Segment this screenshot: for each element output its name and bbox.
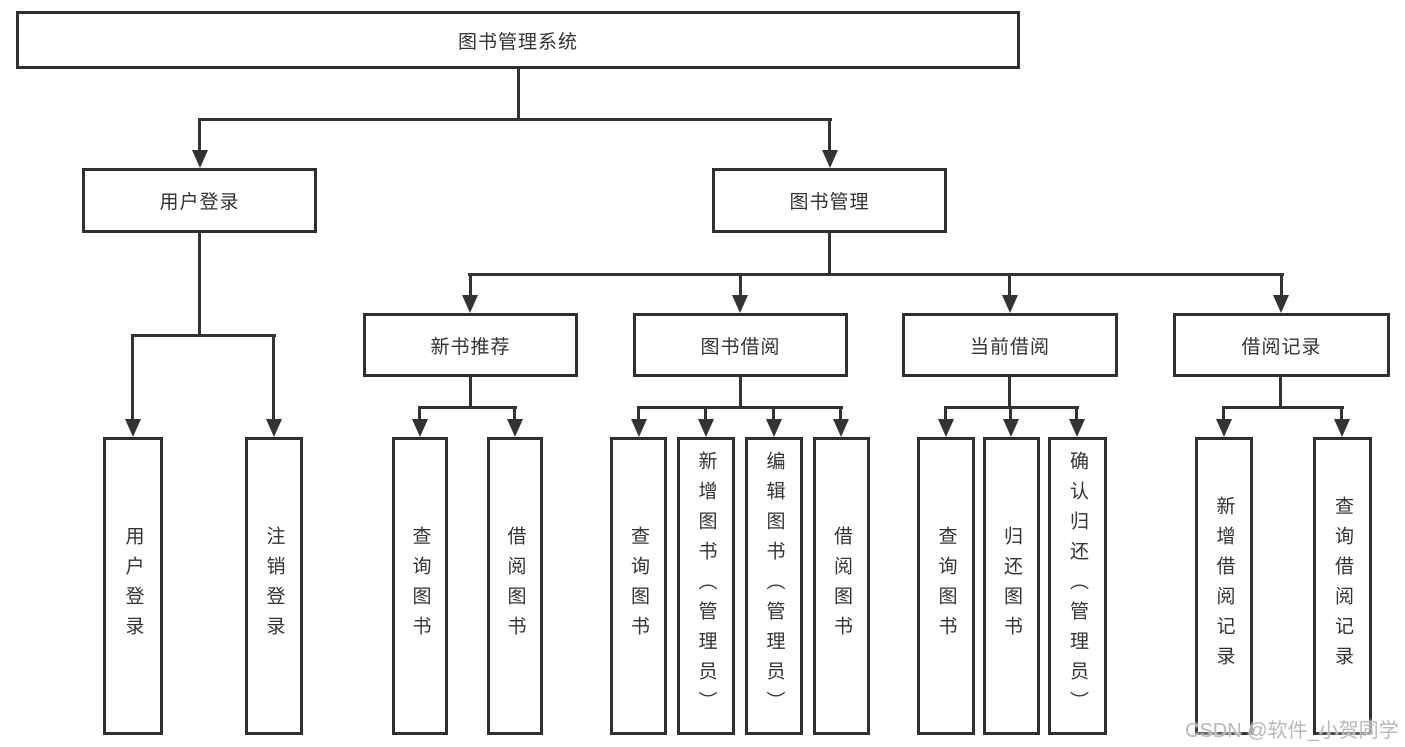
- leaf-label: 新增借阅记录: [1213, 496, 1235, 676]
- connector-drop-leaf: [1009, 406, 1012, 421]
- node-new-book-recommend: 新书推荐: [363, 313, 578, 377]
- leaf-edit-book-admin: 编辑图书（管理员）: [745, 437, 803, 735]
- connector-root-stem: [517, 69, 520, 120]
- arrowhead-leaf-user-login: [125, 419, 141, 437]
- leaf-label: 新增图书（管理员）: [695, 451, 717, 721]
- arrowhead-current-borrow: [1002, 295, 1018, 313]
- arrowhead-user-login: [192, 150, 208, 168]
- connector-drop-leaf: [839, 406, 842, 421]
- arrowhead-leaf: [412, 419, 428, 437]
- arrowhead-leaf-logout: [266, 419, 282, 437]
- connector-new-book-recommend-branch: [418, 406, 517, 409]
- arrowhead-leaf: [938, 419, 954, 437]
- arrowhead-leaf: [1069, 419, 1085, 437]
- leaf-logout: 注销登录: [245, 437, 303, 735]
- node-book-mgmt: 图书管理: [712, 168, 947, 233]
- connector-drop-leaf: [944, 406, 947, 421]
- connector-drop-leaf: [637, 406, 640, 421]
- leaf-borrow-book-1: 借阅图书: [487, 437, 543, 735]
- leaf-label: 借阅图书: [831, 526, 852, 646]
- connector-user-login-stem: [198, 233, 201, 336]
- leaf-label: 借阅图书: [504, 526, 526, 646]
- arrowhead-book-mgmt: [822, 150, 838, 168]
- connector-book-mgmt-stem: [828, 233, 831, 275]
- connector-drop-user-login: [198, 118, 201, 152]
- connector-level3-branch: [468, 273, 1284, 276]
- leaf-label: 编辑图书（管理员）: [763, 451, 785, 721]
- arrowhead-leaf: [507, 419, 523, 437]
- leaf-add-book-admin: 新增图书（管理员）: [677, 437, 735, 735]
- connector-drop-new-book-recommend: [469, 273, 472, 297]
- arrowhead-leaf: [698, 419, 714, 437]
- leaf-label: 确认归还（管理员）: [1067, 451, 1088, 721]
- node-user-login: 用户登录: [82, 168, 317, 233]
- leaf-query-borrow-record: 查询借阅记录: [1313, 437, 1372, 735]
- arrowhead-borrow-record: [1273, 295, 1289, 313]
- leaf-label: 用户登录: [122, 526, 144, 646]
- connector-drop-leaf: [772, 406, 775, 421]
- arrowhead-leaf: [1334, 419, 1350, 437]
- arrowhead-leaf: [1003, 419, 1019, 437]
- leaf-return-book: 归还图书: [983, 437, 1040, 735]
- connector-new-book-recommend-stem: [469, 377, 472, 409]
- connector-book-borrow-branch: [637, 406, 843, 409]
- leaf-label: 查询图书: [628, 526, 649, 646]
- leaf-label: 查询借阅记录: [1332, 496, 1353, 676]
- connector-borrow-record-branch: [1222, 406, 1344, 409]
- connector-user-login-branch: [131, 334, 276, 337]
- connector-drop-leaf: [513, 406, 516, 421]
- leaf-label: 注销登录: [263, 526, 285, 646]
- connector-drop-leaf: [1075, 406, 1078, 421]
- arrowhead-new-book-recommend: [462, 295, 478, 313]
- leaf-label: 查询图书: [409, 526, 431, 646]
- arrowhead-leaf: [833, 419, 849, 437]
- connector-drop-leaf: [418, 406, 421, 421]
- leaf-query-book-1: 查询图书: [392, 437, 448, 735]
- node-current-borrow: 当前借阅: [902, 313, 1118, 377]
- arrowhead-leaf: [631, 419, 647, 437]
- connector-book-borrow-stem: [739, 377, 742, 409]
- connector-drop-book-borrow: [739, 273, 742, 297]
- node-root: 图书管理系统: [16, 11, 1020, 69]
- leaf-label: 归还图书: [1001, 526, 1022, 646]
- connector-drop-leaf: [704, 406, 707, 421]
- leaf-query-book-2: 查询图书: [610, 437, 667, 735]
- connector-drop-book-mgmt: [828, 118, 831, 152]
- connector-drop-leaf-logout: [272, 334, 275, 421]
- connector-borrow-record-stem: [1279, 377, 1282, 409]
- connector-drop-borrow-record: [1280, 273, 1283, 297]
- node-borrow-record: 借阅记录: [1173, 313, 1390, 377]
- leaf-label: 查询图书: [935, 526, 957, 646]
- leaf-add-borrow-record: 新增借阅记录: [1195, 437, 1253, 735]
- connector-drop-leaf-user-login: [131, 334, 134, 421]
- csdn-watermark: CSDN @软件_小贺同学: [1185, 720, 1399, 742]
- leaf-confirm-return-admin: 确认归还（管理员）: [1048, 437, 1107, 735]
- connector-level2-branch: [198, 118, 832, 121]
- arrowhead-leaf: [766, 419, 782, 437]
- leaf-user-login: 用户登录: [103, 437, 163, 735]
- connector-drop-leaf: [1340, 406, 1343, 421]
- leaf-query-book-3: 查询图书: [917, 437, 975, 735]
- arrowhead-book-borrow: [732, 295, 748, 313]
- connector-drop-leaf: [1222, 406, 1225, 421]
- connector-current-borrow-stem: [1008, 377, 1011, 409]
- leaf-borrow-book-2: 借阅图书: [813, 437, 870, 735]
- node-book-borrow: 图书借阅: [633, 313, 848, 377]
- connector-drop-current-borrow: [1008, 273, 1011, 297]
- arrowhead-leaf: [1216, 419, 1232, 437]
